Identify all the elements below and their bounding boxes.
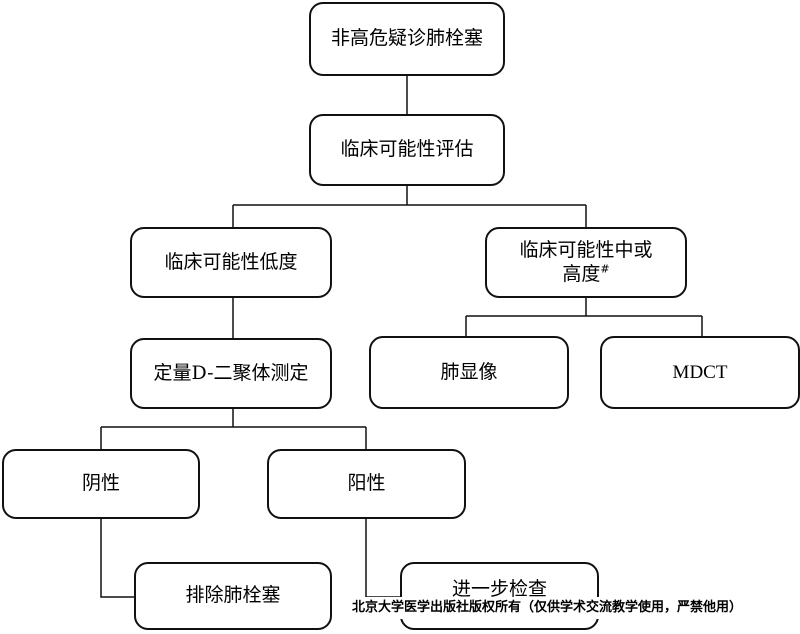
node-suspected-pe-label: 非高危疑诊肺栓塞 bbox=[330, 27, 483, 50]
copyright-notice: 北京大学医学出版社版权所有（仅供学术交流教学使用，严禁他用） bbox=[352, 597, 800, 619]
node-further-examination: 进一步检查 bbox=[400, 562, 599, 630]
node-mdct: MDCT bbox=[600, 336, 800, 409]
node-clinical-assessment-label: 临床可能性评估 bbox=[340, 138, 474, 161]
node-positive-label: 阳性 bbox=[347, 472, 386, 495]
node-d-dimer-test: 定量D-二聚体测定 bbox=[130, 338, 332, 409]
node-intermediate-high-line2-text: 高度 bbox=[562, 262, 601, 285]
node-low-probability: 临床可能性低度 bbox=[130, 227, 332, 298]
node-further-examination-label: 进一步检查 bbox=[451, 578, 547, 600]
node-negative-label: 阴性 bbox=[81, 472, 120, 495]
footnote-mark: # bbox=[600, 262, 610, 276]
node-lung-scan: 肺显像 bbox=[369, 336, 569, 409]
node-negative: 阴性 bbox=[2, 449, 200, 519]
node-low-probability-label: 临床可能性低度 bbox=[164, 250, 298, 273]
node-d-dimer-test-label: 定量D-二聚体测定 bbox=[153, 361, 309, 384]
node-lung-scan-label: 肺显像 bbox=[440, 360, 498, 383]
node-intermediate-high-line2: 高度# bbox=[562, 263, 609, 287]
node-mdct-label: MDCT bbox=[672, 361, 728, 383]
connector-pos-further bbox=[365, 519, 400, 598]
node-suspected-pe: 非高危疑诊肺栓塞 bbox=[309, 2, 505, 76]
node-exclude-pe: 排除肺栓塞 bbox=[134, 562, 332, 630]
node-exclude-pe-label: 排除肺栓塞 bbox=[185, 584, 281, 607]
node-clinical-assessment: 临床可能性评估 bbox=[309, 114, 505, 186]
connector-neg-exclude bbox=[100, 519, 134, 598]
node-intermediate-high-line1: 临床可能性中或 bbox=[519, 238, 653, 261]
node-intermediate-high-probability: 临床可能性中或 高度# bbox=[485, 227, 687, 298]
node-positive: 阳性 bbox=[267, 449, 466, 519]
